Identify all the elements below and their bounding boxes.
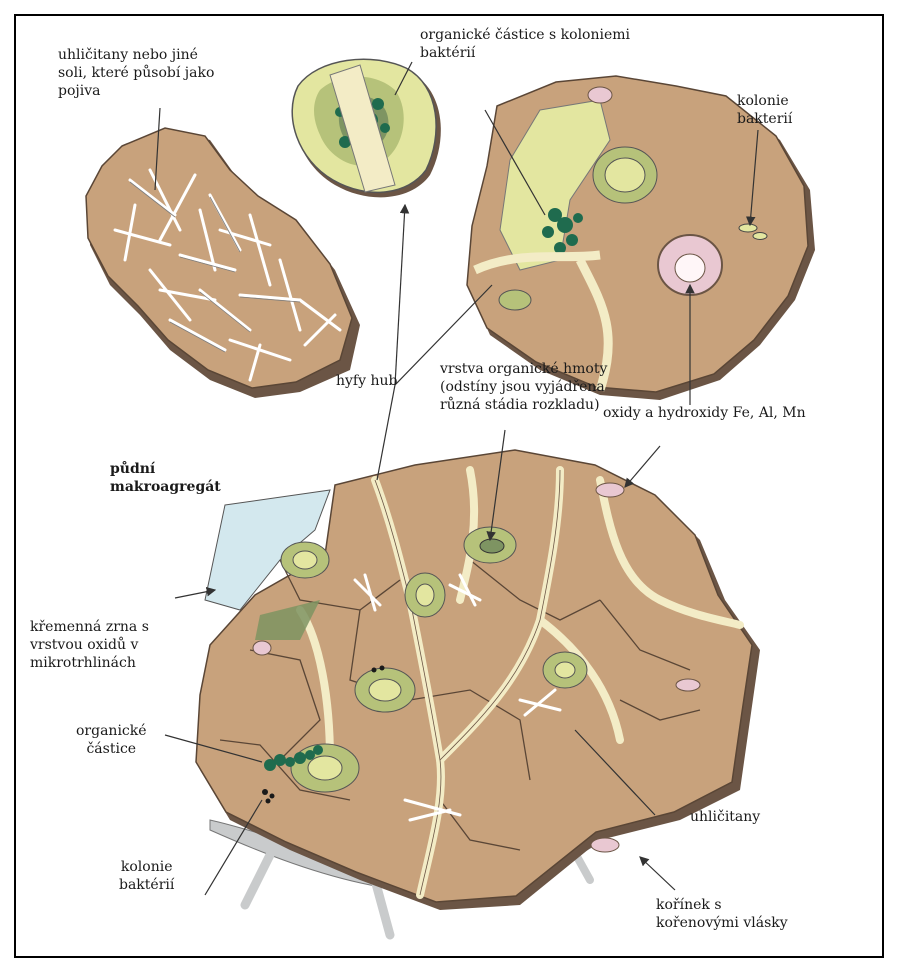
label-bacteria-colonies-bottom: kolonie baktérií [119,858,174,894]
label-organic-particles-bacteria: organické částice s koloniemi baktérií [420,26,630,62]
label-fungal-hyphae: hyfy hub [336,372,397,390]
label-quartz-grains: křemenná zrna s vrstvou oxidů v mikrotrh… [30,618,149,672]
label-macroaggregate: půdní makroagregát [110,460,221,496]
label-organic-layer: vrstva organické hmoty (odstíny jsou vyj… [440,360,607,414]
label-carbonates-salts: uhličitany nebo jiné soli, které působí … [58,46,214,100]
organic-particle-with-bacteria [292,59,441,197]
label-bacteria-colonies-top: kolonie bakterií [737,92,792,128]
label-organic-particles: organické částice [76,722,147,758]
label-carbonates: uhličitany [690,808,760,826]
label-root: kořínek s kořenovými vlásky [656,896,788,932]
label-oxides: oxidy a hydroxidy Fe, Al, Mn [603,404,806,422]
macroaggregate [196,450,760,935]
